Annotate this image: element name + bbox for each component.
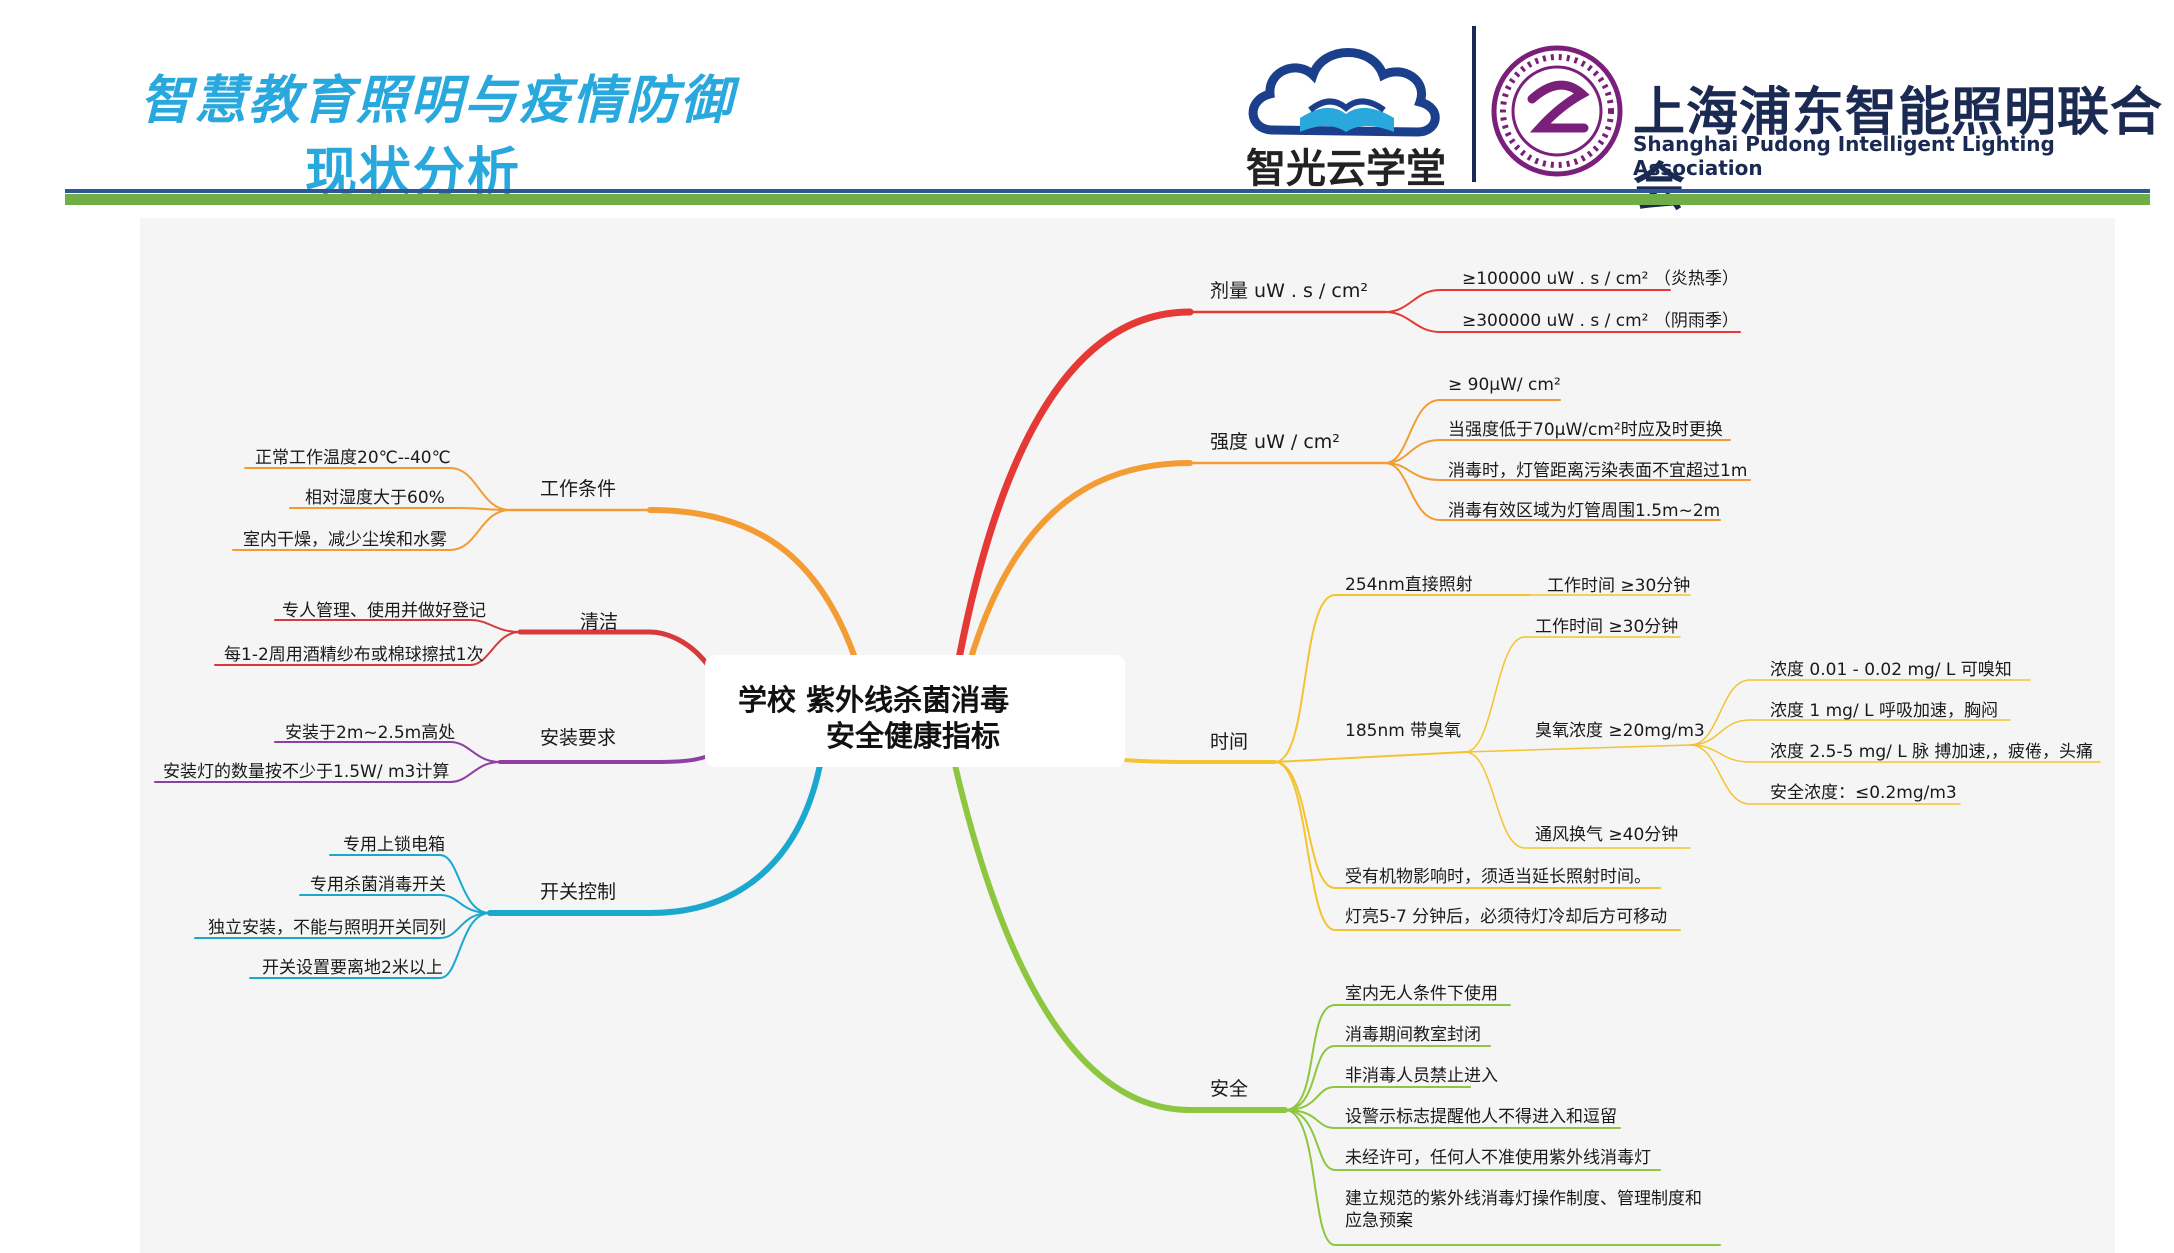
branch-work-label: 工作条件 <box>540 478 617 500</box>
ozone-conc-item: 浓度 0.01 - 0.02 mg/ L 可嗅知 <box>1770 660 2012 680</box>
mindmap-canvas <box>140 218 2115 1253</box>
branch-install-label: 安装要求 <box>540 727 617 749</box>
time-direct-item: 工作时间 ≥30分钟 <box>1547 576 1691 596</box>
branch-safety-label: 安全 <box>1210 1078 1249 1100</box>
dose-item: ≥300000 uW . s / cm² （阴雨季） <box>1462 311 1739 331</box>
intensity-item: 消毒时，灯管距离污染表面不宜超过1m <box>1448 461 1748 481</box>
clean-item: 专人管理、使用并做好登记 <box>282 601 486 621</box>
branch-time-lines <box>1123 594 2101 931</box>
association-name-cn: 上海浦东智能照明联合会 <box>1633 83 2164 218</box>
install-item: 安装于2m~2.5m高处 <box>285 723 456 743</box>
intensity-item: 当强度低于70μW/cm²时应及时更换 <box>1448 420 1723 440</box>
clean-item: 每1-2周用酒精纱布或棉球擦拭1次 <box>224 645 484 665</box>
ozone-ventilation: 通风换气 ≥40分钟 <box>1535 825 1679 845</box>
branch-safety-lines <box>952 762 1721 1246</box>
switch-item: 独立安装，不能与照明开关同列 <box>208 918 446 938</box>
branch-clean-lines <box>214 619 713 671</box>
center-title-line2: 安全健康指标 <box>826 719 1001 753</box>
center-node <box>705 655 1125 767</box>
dose-item: ≥100000 uW . s / cm² （炎热季） <box>1462 269 1739 289</box>
ozone-conc-item: 浓度 2.5-5 mg/ L 脉 搏加速,，疲倦，头痛 <box>1770 742 2093 762</box>
header-rule-green <box>65 194 2150 205</box>
time-ozone-label: 185nm 带臭氧 <box>1345 721 1462 741</box>
slide-title-line1: 智慧教育照明与疫情防御 <box>140 71 735 131</box>
work-item: 正常工作温度20℃--40℃ <box>255 448 451 468</box>
intensity-item: ≥ 90μW/ cm² <box>1448 375 1561 395</box>
work-item: 相对湿度大于60% <box>305 488 445 508</box>
branch-switch-label: 开关控制 <box>540 881 617 903</box>
intensity-item: 消毒有效区域为灯管周围1.5m~2m <box>1448 501 1721 521</box>
safety-item: 室内无人条件下使用 <box>1345 984 1498 1004</box>
safety-item: 非消毒人员禁止进入 <box>1345 1066 1498 1086</box>
safety-item: 未经许可，任何人不准使用紫外线消毒灯 <box>1345 1148 1651 1168</box>
branch-intensity-lines <box>959 399 1751 693</box>
safety-item: 建立规范的紫外线消毒灯操作制度、管理制度和 <box>1345 1189 1702 1209</box>
ozone-work-time: 工作时间 ≥30分钟 <box>1535 617 1679 637</box>
center-title-line1: 学校 紫外线杀菌消毒 <box>738 683 1010 717</box>
branch-dose-label: 剂量 uW . s / cm² <box>1210 280 1368 302</box>
ozone-conc-item: 安全浓度：≤0.2mg/m3 <box>1770 783 1957 803</box>
logo1-text: 智光云学堂 <box>1246 146 1446 192</box>
branch-install-lines <box>154 741 707 783</box>
safety-item: 设警示标志提醒他人不得进入和逗留 <box>1345 1107 1617 1127</box>
safety-item: 应急预案 <box>1345 1211 1413 1231</box>
branch-dose-lines <box>951 289 1741 684</box>
association-seal-icon <box>1491 45 1623 177</box>
branch-intensity-label: 强度 uW / cm² <box>1210 431 1340 453</box>
slide-title-line2: 现状分析 <box>305 143 522 203</box>
branch-clean-label: 清洁 <box>580 611 619 633</box>
association-name-en: Shanghai Pudong Intelligent Lighting Ass… <box>1633 132 2055 180</box>
time-extra-item: 受有机物影响时，须适当延长照射时间。 <box>1345 867 1651 887</box>
branch-time-label: 时间 <box>1210 731 1249 753</box>
switch-item: 专用上锁电箱 <box>343 835 445 855</box>
header-rule-blue <box>65 189 2150 193</box>
branch-switch-lines <box>194 762 823 979</box>
safety-item: 消毒期间教室封闭 <box>1345 1025 1481 1045</box>
switch-item: 开关设置要离地2米以上 <box>262 958 443 978</box>
time-direct-label: 254nm直接照射 <box>1345 575 1473 595</box>
ozone-conc-item: 浓度 1 mg/ L 呼吸加速，胸闷 <box>1770 701 1998 721</box>
time-extra-item: 灯亮5-7 分钟后，必须待灯冷却后方可移动 <box>1345 907 1668 927</box>
branch-work-lines <box>232 467 858 661</box>
install-item: 安装灯的数量按不少于1.5W/ m3计算 <box>163 762 450 782</box>
work-item: 室内干燥，减少尘埃和水雾 <box>243 530 447 550</box>
header-separator <box>1472 26 1476 182</box>
ozone-concentration: 臭氧浓度 ≥20mg/m3 <box>1535 721 1705 741</box>
switch-item: 专用杀菌消毒开关 <box>310 875 446 895</box>
cloud-book-logo-icon <box>1248 48 1440 137</box>
